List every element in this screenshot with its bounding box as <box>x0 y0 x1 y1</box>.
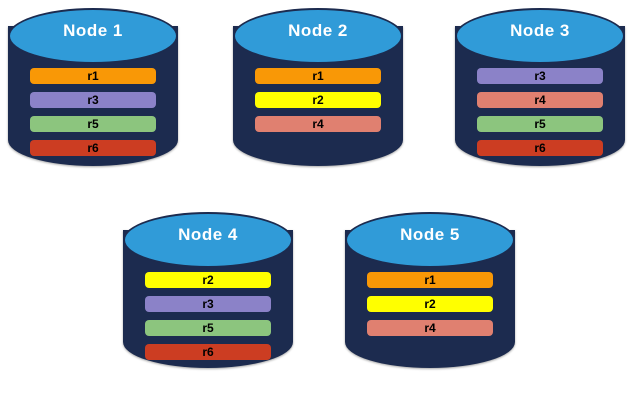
replica-bar[interactable]: r1 <box>255 68 381 84</box>
replica-bar[interactable]: r4 <box>255 116 381 132</box>
replica-bar[interactable]: r3 <box>145 296 271 312</box>
replica-bar[interactable]: r5 <box>477 116 603 132</box>
replica-bar[interactable]: r6 <box>30 140 156 156</box>
replica-bar[interactable]: r2 <box>255 92 381 108</box>
replica-bar[interactable]: r1 <box>30 68 156 84</box>
cylinder-top-1 <box>8 8 178 64</box>
replica-bar[interactable]: r6 <box>477 140 603 156</box>
replica-bar[interactable]: r2 <box>367 296 493 312</box>
cylinder-top-4 <box>123 212 293 268</box>
replica-list-1: r1 r3 r5 r6 <box>30 68 156 164</box>
replica-bar[interactable]: r3 <box>30 92 156 108</box>
replica-list-5: r1 r2 r4 <box>367 272 493 344</box>
replica-bar[interactable]: r5 <box>145 320 271 336</box>
cylinder-top-2 <box>233 8 403 64</box>
replica-bar[interactable]: r3 <box>477 68 603 84</box>
replica-bar[interactable]: r1 <box>367 272 493 288</box>
replica-list-2: r1 r2 r4 <box>255 68 381 140</box>
replica-bar[interactable]: r6 <box>145 344 271 360</box>
replica-bar[interactable]: r2 <box>145 272 271 288</box>
replica-bar[interactable]: r4 <box>367 320 493 336</box>
cylinder-top-3 <box>455 8 625 64</box>
replica-list-4: r2 r3 r5 r6 <box>145 272 271 368</box>
replica-bar[interactable]: r4 <box>477 92 603 108</box>
cylinder-top-5 <box>345 212 515 268</box>
replica-bar[interactable]: r5 <box>30 116 156 132</box>
replica-list-3: r3 r4 r5 r6 <box>477 68 603 164</box>
